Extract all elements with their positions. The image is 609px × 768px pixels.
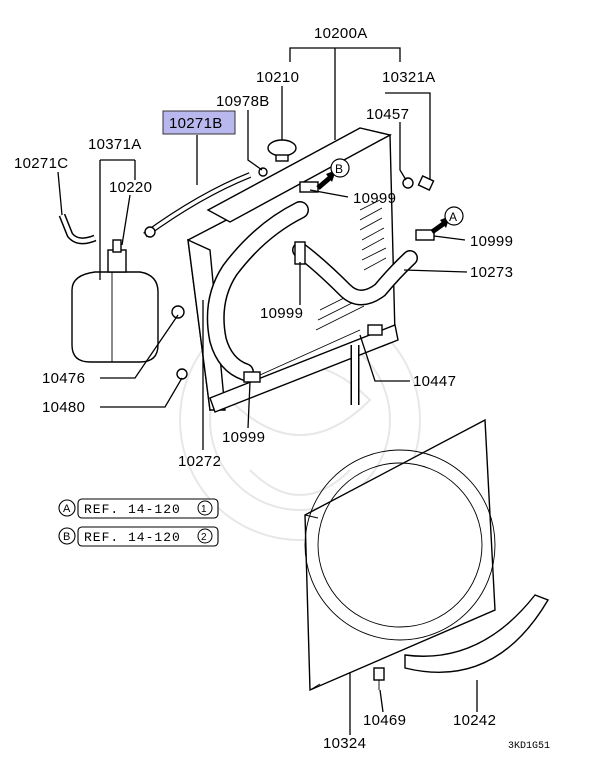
reference-b[interactable]: B REF. 14-120 2 [58, 526, 219, 547]
label-10447[interactable]: 10447 [413, 373, 456, 390]
bolt-10469 [373, 667, 385, 690]
label-10999-right[interactable]: 10999 [470, 233, 513, 250]
radiator-cap [267, 139, 297, 162]
reserve-tank [71, 239, 159, 363]
label-10321A[interactable]: 10321A [382, 69, 436, 86]
leader-lines [57, 47, 478, 735]
marker-b[interactable]: B [330, 158, 350, 178]
label-10371A[interactable]: 10371A [88, 136, 142, 153]
label-10210[interactable]: 10210 [256, 69, 299, 86]
label-10469[interactable]: 10469 [363, 712, 406, 729]
highlight-box [162, 110, 236, 135]
label-10457[interactable]: 10457 [366, 106, 409, 123]
label-10999-mid[interactable]: 10999 [260, 305, 303, 322]
svg-text:A: A [449, 210, 457, 224]
svg-text:B: B [63, 531, 70, 543]
reference-b-number: 2 [201, 532, 207, 543]
label-10271C[interactable]: 10271C [14, 155, 68, 172]
svg-text:B: B [335, 162, 343, 176]
label-10999-lower[interactable]: 10999 [222, 429, 265, 446]
reference-a-number: 1 [201, 504, 207, 515]
label-10999-upper[interactable]: 10999 [353, 190, 396, 207]
label-10978B[interactable]: 10978B [216, 93, 270, 110]
marker-a[interactable]: A [444, 206, 464, 226]
fan-shroud [304, 418, 496, 692]
label-10242[interactable]: 10242 [453, 712, 496, 729]
reference-a[interactable]: A REF. 14-120 1 [58, 498, 219, 519]
label-10273[interactable]: 10273 [470, 264, 513, 281]
reference-a-text: REF. 14-120 [84, 502, 181, 517]
shroud-lower [404, 594, 550, 673]
label-10200A[interactable]: 10200A [314, 25, 368, 42]
drawing-code: 3KD1G51 [508, 741, 550, 752]
label-10272[interactable]: 10272 [178, 453, 221, 470]
label-10480[interactable]: 10480 [42, 399, 85, 416]
reference-b-text: REF. 14-120 [84, 530, 181, 545]
svg-text:A: A [63, 503, 71, 515]
label-10271B[interactable]: 10271B [169, 115, 223, 132]
label-10324[interactable]: 10324 [323, 735, 366, 752]
label-10220[interactable]: 10220 [109, 179, 152, 196]
label-10476[interactable]: 10476 [42, 370, 85, 387]
